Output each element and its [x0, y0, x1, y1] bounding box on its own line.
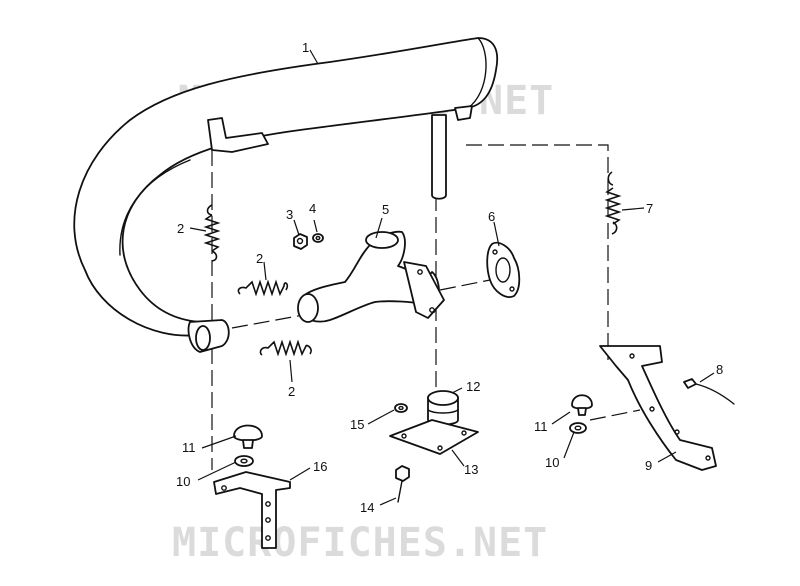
- callout-10-left: 10: [176, 474, 190, 489]
- callout-6: 6: [488, 209, 495, 224]
- y-pipe: [297, 230, 445, 323]
- spring-vertical-left: [203, 204, 221, 262]
- callout-1: 1: [302, 40, 309, 55]
- callout-7: 7: [646, 201, 653, 216]
- washer-15: [394, 403, 408, 413]
- callout-2-left: 2: [177, 221, 184, 236]
- washer-right: [569, 422, 587, 434]
- bracket-left: [213, 471, 291, 549]
- callout-16: 16: [313, 459, 327, 474]
- callout-14: 14: [360, 500, 374, 515]
- grommet: [427, 390, 459, 426]
- callout-13: 13: [464, 462, 478, 477]
- callout-9: 9: [645, 458, 652, 473]
- callout-2-lower: 2: [288, 384, 295, 399]
- washer-small: [312, 233, 324, 243]
- washer-left: [234, 455, 254, 467]
- bracket-right: [599, 345, 717, 471]
- screw: [395, 465, 410, 503]
- callout-labels: 1 2 2 2 3 4 5 6 7 8 9 10 10 11 11 12 13 …: [176, 40, 723, 515]
- cable: [683, 378, 735, 405]
- gasket: [486, 241, 521, 298]
- muffler: [73, 37, 499, 353]
- callout-5: 5: [382, 202, 389, 217]
- callout-2-middle: 2: [256, 251, 263, 266]
- bumper-left: [233, 424, 263, 449]
- spring-lower: [259, 339, 312, 357]
- mount-plate: [389, 419, 479, 455]
- callout-10-right: 10: [545, 455, 559, 470]
- spring-middle: [237, 279, 289, 297]
- callout-4: 4: [309, 201, 316, 216]
- bumper-right: [571, 394, 593, 416]
- callout-12: 12: [466, 379, 480, 394]
- callout-3: 3: [286, 207, 293, 222]
- watermark-bottom: MICROFICHES.NET: [172, 520, 548, 566]
- spring-right: [604, 171, 622, 235]
- callout-15: 15: [350, 417, 364, 432]
- callout-11-left: 11: [182, 440, 196, 455]
- nut: [293, 233, 308, 250]
- leader-lines: [189, 49, 715, 506]
- callout-8: 8: [716, 362, 723, 377]
- callout-11-right: 11: [534, 419, 548, 434]
